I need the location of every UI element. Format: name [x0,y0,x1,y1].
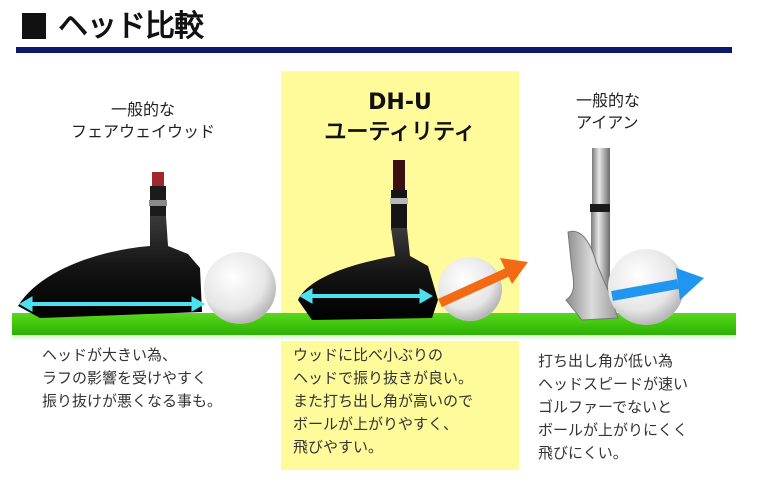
header-rule [16,47,732,53]
fairway-wood-title: 一般的な フェアウェイウッド [30,99,256,143]
iron-head-icon [565,148,619,321]
head-length-arrow-icon [299,288,433,304]
grass-shadow [12,335,736,341]
description-line: 打ち出し角が低い為 [538,352,674,370]
description-line: ボールが上がりやすく、 [293,415,459,433]
fairway-wood-title-line-2: フェアウェイウッド [70,122,215,141]
dh-u-description: ウッドに比べ小ぶりの ヘッドで振り抜きが良い。 また打ち出し角が高いので ボール… [293,344,473,459]
low-launch-arrow-icon [611,268,704,301]
fairway-wood-title-line-1: 一般的な [110,100,175,119]
description-line: また打ち出し角が高いので [293,392,474,410]
description-line: ヘッドで振り抜きが良い。 [293,369,474,387]
description-line: 飛びにくい。 [538,444,628,462]
description-line: ゴルファーでないと [538,398,673,416]
high-launch-arrow-icon [438,258,528,308]
section-title: ヘッド比較 [22,8,204,46]
iron-title: 一般的な アイアン [576,90,666,134]
dh-u-title-line-1: DH-U [368,90,432,115]
iron-title-line-2: アイアン [576,113,639,132]
description-line: ヘッドが大きい為、 [42,346,178,364]
dh-u-title-line-2: ユーティリティ [324,120,476,145]
grass-strip [12,313,736,335]
iron-title-line-1: 一般的な [576,91,641,110]
fairway-wood-head-icon [18,172,202,318]
section-title-text: ヘッド比較 [58,9,204,44]
description-line: ボールが上がりにくく [538,421,688,439]
golf-ball-icon [204,252,276,324]
head-length-arrow-icon [19,296,205,312]
description-line: ヘッドスピードが速い [538,375,689,393]
iron-description: 打ち出し角が低い為 ヘッドスピードが速い ゴルファーでないと ボールが上がりにく… [538,350,688,465]
description-line: 振り抜けが悪くなる事も。 [42,392,223,410]
black-square-icon [22,13,46,39]
fairway-wood-description: ヘッドが大きい為、 ラフの影響を受けやすく 振り抜けが悪くなる事も。 [42,344,222,413]
description-line: ウッドに比べ小ぶりの [293,346,444,364]
dh-u-title: DH-U ユーティリティ [281,88,519,148]
description-line: 飛びやすい。 [293,438,384,456]
description-line: ラフの影響を受けやすく [42,369,208,387]
